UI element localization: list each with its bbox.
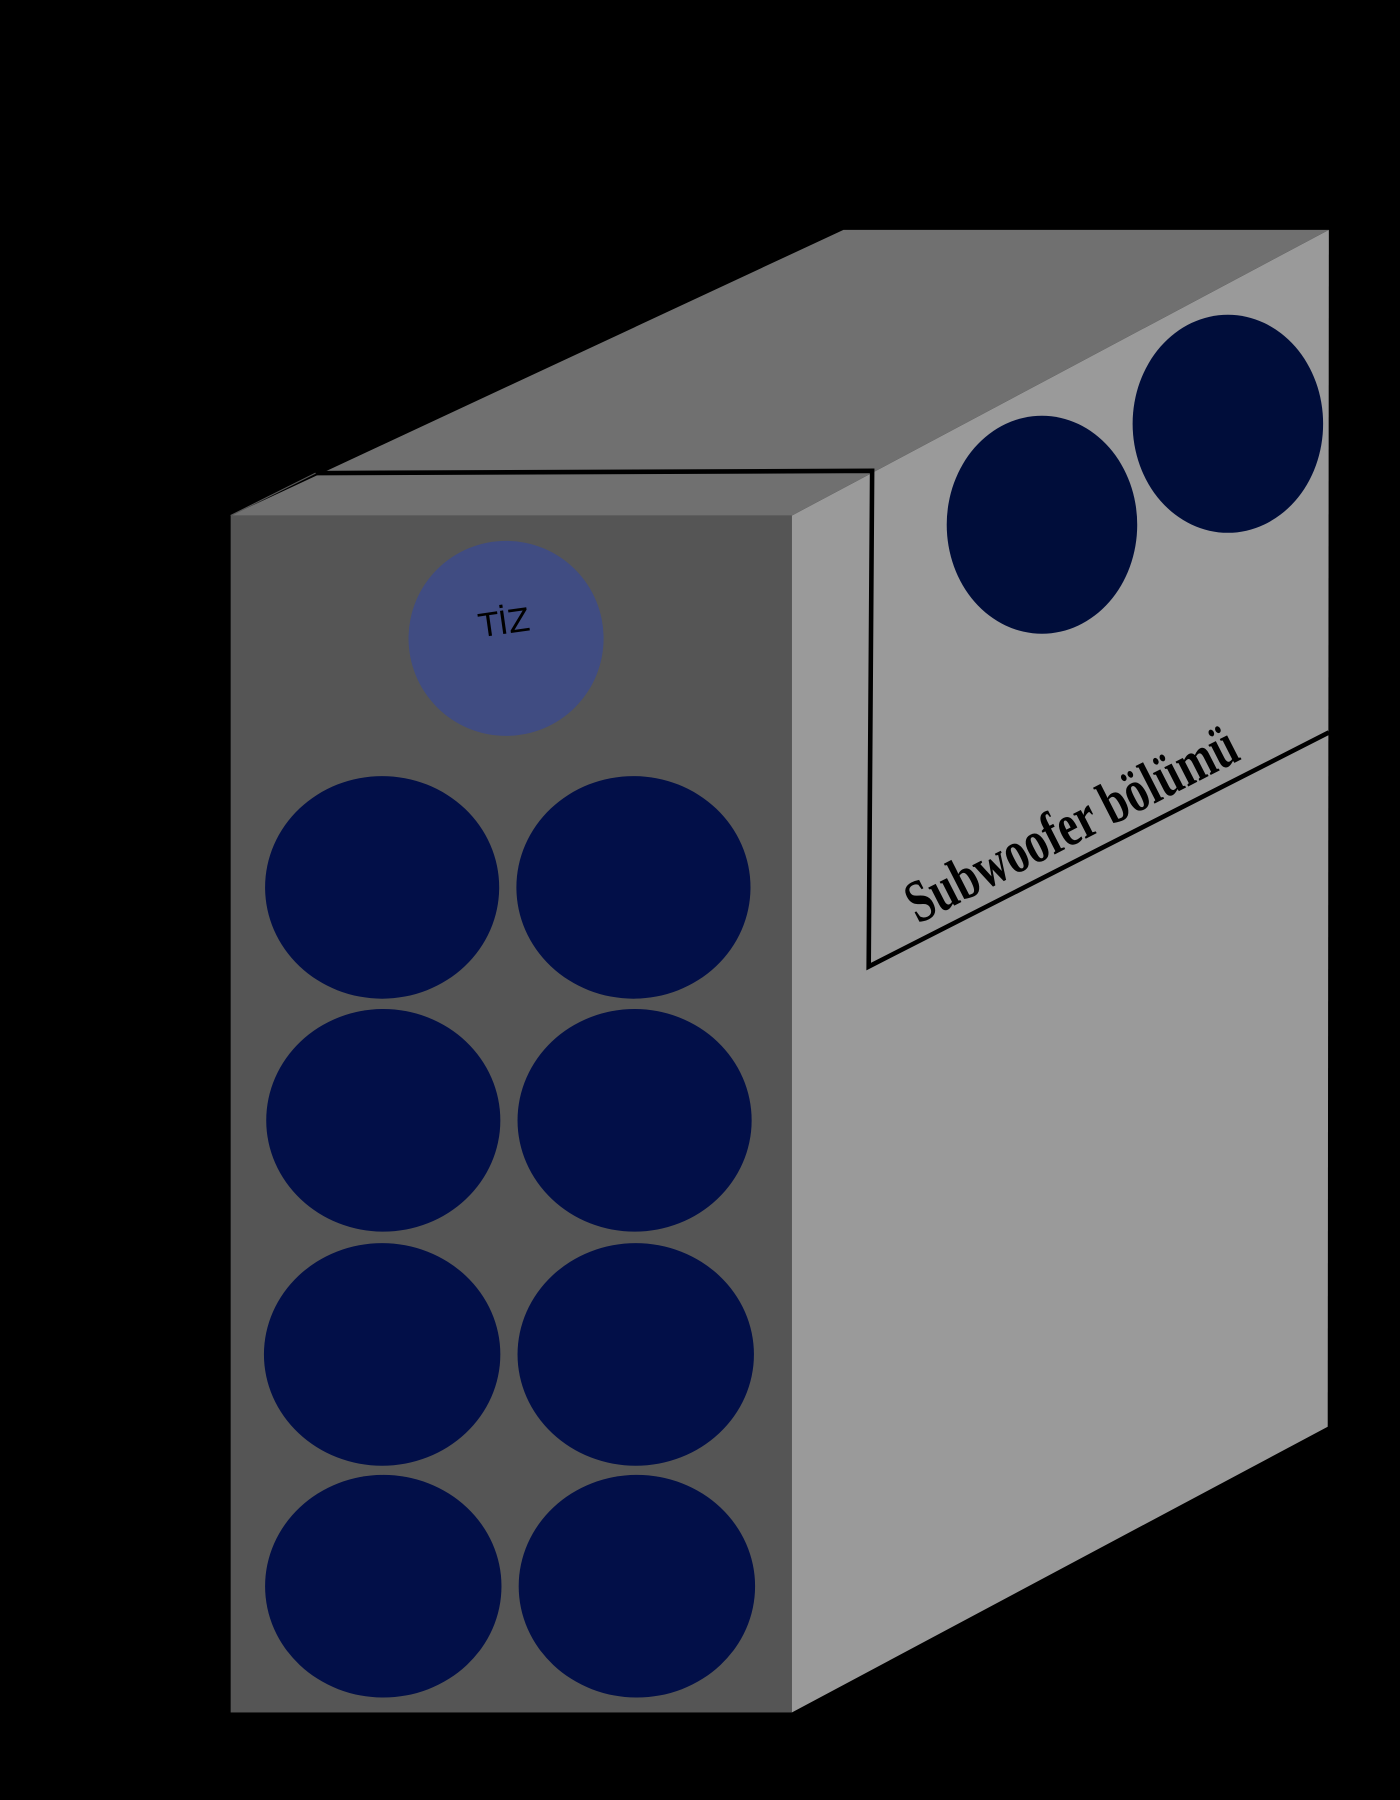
woofer-driver bbox=[517, 1009, 752, 1232]
front-woofer-grid bbox=[263, 776, 756, 1698]
cabinet-side-face bbox=[791, 229, 1329, 1713]
subwoofer-driver bbox=[946, 415, 1138, 634]
woofer-driver bbox=[265, 1474, 502, 1698]
subwoofer-section-outline bbox=[315, 468, 1330, 971]
top-edge-line bbox=[230, 472, 316, 517]
subwoofer-driver bbox=[1132, 314, 1324, 533]
woofer-driver bbox=[265, 776, 500, 999]
woofer-driver bbox=[517, 1243, 754, 1466]
tweeter-label: TİZ bbox=[476, 600, 533, 645]
woofer-driver bbox=[518, 1474, 756, 1698]
tweeter-driver bbox=[408, 540, 604, 736]
woofer-driver bbox=[266, 1009, 501, 1232]
woofer-driver bbox=[516, 776, 751, 999]
woofer-driver bbox=[263, 1243, 501, 1466]
cabinet-top-face bbox=[230, 229, 1329, 516]
